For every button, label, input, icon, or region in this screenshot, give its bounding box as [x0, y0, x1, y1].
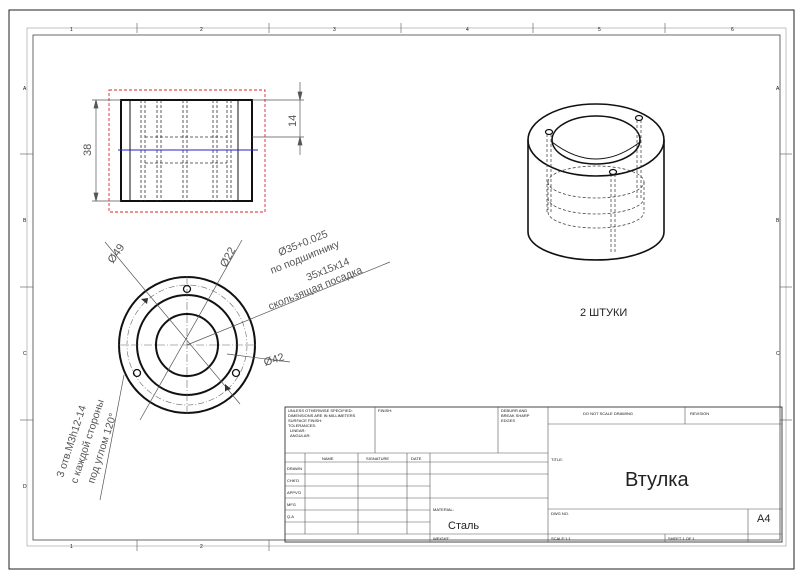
zone-right-b: B [776, 218, 780, 224]
zone-top-6: 6 [731, 27, 734, 33]
tb-unless-2: DIMENSIONS ARE IN MILLIMETERS [288, 413, 356, 418]
iso-body [527, 140, 665, 261]
tb-do-not-scale: DO NOT SCALE DRAWING [583, 411, 633, 416]
zone-bottom-1: 1 [70, 544, 73, 550]
zone-left-d: D [23, 484, 27, 490]
tb-deburr-1: DEBURR AND [501, 408, 527, 413]
front-view[interactable]: 38 14 [82, 82, 304, 213]
tb-col-name: NAME [322, 456, 334, 461]
bore-circle [155, 313, 219, 377]
outer-frame [8, 9, 795, 570]
tb-col-date: DATE [411, 456, 422, 461]
tb-row-qa: Q.A [287, 514, 294, 519]
dim-outer[interactable]: Ø49 [106, 242, 128, 266]
tb-title-label: TITLE: [551, 457, 563, 462]
tb-unless-6: ANGULAR: [290, 433, 310, 438]
dim-bolt[interactable]: Ø22 [218, 245, 238, 269]
drawing-title[interactable]: Втулка [625, 469, 689, 491]
hole-2 [132, 368, 142, 378]
tb-unless-4: TOLERANCES: [288, 423, 316, 428]
zone-bottom-2: 2 [200, 544, 203, 550]
tb-deburr-3: EDGES [501, 418, 515, 423]
zone-top-2: 2 [200, 27, 203, 33]
dim-slot[interactable]: 14 [287, 115, 299, 127]
zone-top-1: 1 [70, 27, 73, 33]
top-view[interactable]: Ø49 Ø22 Ø42 Ø35+0.025 по подшипнику 35x1… [54, 228, 391, 501]
tb-row-mfg: MFG [287, 502, 296, 507]
zone-left-b: B [23, 218, 27, 224]
front-view-selection [108, 89, 266, 213]
tb-row-appvd: APPV'D [287, 490, 301, 495]
zone-top-4: 4 [466, 27, 469, 33]
bolt-circle [126, 284, 248, 406]
tb-unless-3: SURFACE FINISH: [288, 418, 322, 423]
tb-scale: SCALE:1:1 [551, 536, 572, 541]
zone-left-a: A [23, 86, 27, 92]
tb-finish: FINISH: [378, 408, 392, 413]
tb-row-drawn: DRAWN [287, 466, 302, 471]
zone-top-3: 3 [333, 27, 336, 33]
zone-ticks [20, 23, 792, 551]
dim-flange[interactable]: Ø42 [262, 351, 285, 369]
tb-weight-label: WEIGHT: [433, 536, 450, 541]
iso-top-inner [551, 115, 641, 165]
tb-row-chkd: CHK'D [287, 478, 299, 483]
iso-top-outer [527, 103, 665, 177]
material-value[interactable]: Сталь [448, 520, 479, 532]
isometric-view[interactable] [527, 103, 665, 261]
zone-top-5: 5 [598, 27, 601, 33]
inner-frame [32, 34, 781, 541]
zone-right-c: C [776, 351, 780, 357]
tb-revision: REVISION [690, 411, 709, 416]
title-block [284, 406, 783, 543]
tb-col-signature: SIGNATURE [366, 456, 389, 461]
zone-right-a: A [776, 86, 780, 92]
sheet-size[interactable]: A4 [757, 513, 770, 525]
dim-height[interactable]: 38 [82, 144, 94, 156]
tb-sheet: SHEET 1 OF 1 [668, 536, 695, 541]
zone-left-c: C [23, 351, 27, 357]
tb-dwg-no-label: DWG NO. [551, 511, 569, 516]
tb-unless-5: LINEAR: [290, 428, 306, 433]
tb-material-label: MATERIAL: [433, 507, 454, 512]
quantity-label[interactable]: 2 ШТУКИ [580, 307, 627, 319]
tb-deburr-2: BREAK SHARP [501, 413, 530, 418]
tb-unless-1: UNLESS OTHERWISE SPECIFIED: [288, 408, 353, 413]
hole-3 [231, 368, 241, 378]
